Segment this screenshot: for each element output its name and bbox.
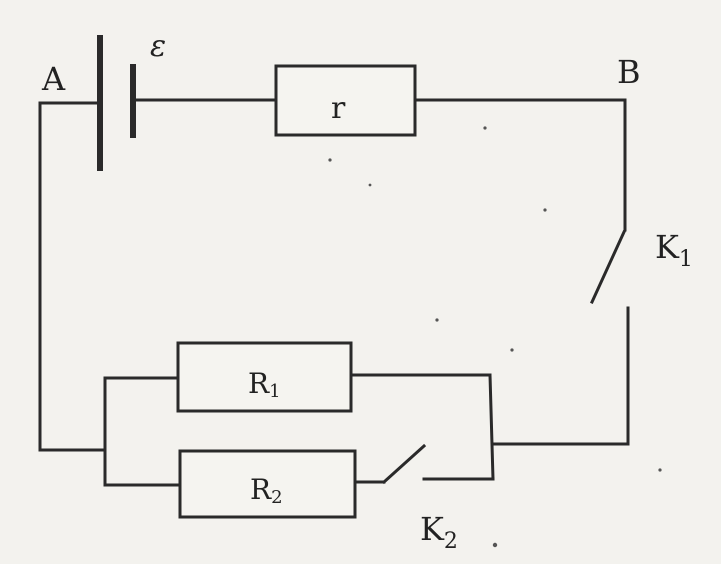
switch-k2-letter: K	[420, 510, 445, 548]
bus-right	[488, 373, 495, 481]
wire-left	[38, 101, 107, 452]
paper-speck	[483, 126, 487, 130]
paper-speck	[543, 208, 547, 212]
resistor-r1-label: R1	[248, 367, 281, 402]
switch-k1-blade	[590, 230, 626, 304]
switch-k2-label: K2	[420, 510, 458, 554]
resistor-r1	[176, 341, 353, 413]
paper-speck	[368, 183, 372, 187]
resistor-r2-subscript: 2	[271, 487, 282, 508]
resistor-r1-subscript: 1	[269, 381, 280, 402]
paper-speck	[492, 542, 498, 548]
switch-k1-subscript: 1	[679, 247, 693, 272]
resistor-r1-letter: R	[248, 367, 270, 400]
paper-speck	[658, 468, 662, 472]
resistor-r2	[178, 449, 357, 519]
paper-speck	[435, 318, 439, 322]
resistor-r-label: r	[331, 91, 346, 126]
wire-right-lower	[491, 306, 630, 446]
emf-label: ε	[150, 29, 166, 64]
node-a-label: A	[41, 60, 66, 98]
resistor-r	[274, 64, 417, 137]
switch-k2-subscript: 2	[444, 529, 458, 554]
paper-speck	[328, 158, 332, 162]
switch-k1-letter: K	[655, 228, 680, 266]
resistor-r2-label: R2	[250, 473, 283, 508]
switch-k2-blade	[381, 443, 427, 485]
paper-speck	[510, 348, 514, 352]
resistor-r2-letter: R	[250, 473, 272, 506]
switch-k1-label: K1	[655, 228, 693, 272]
node-b-label: B	[617, 53, 641, 91]
